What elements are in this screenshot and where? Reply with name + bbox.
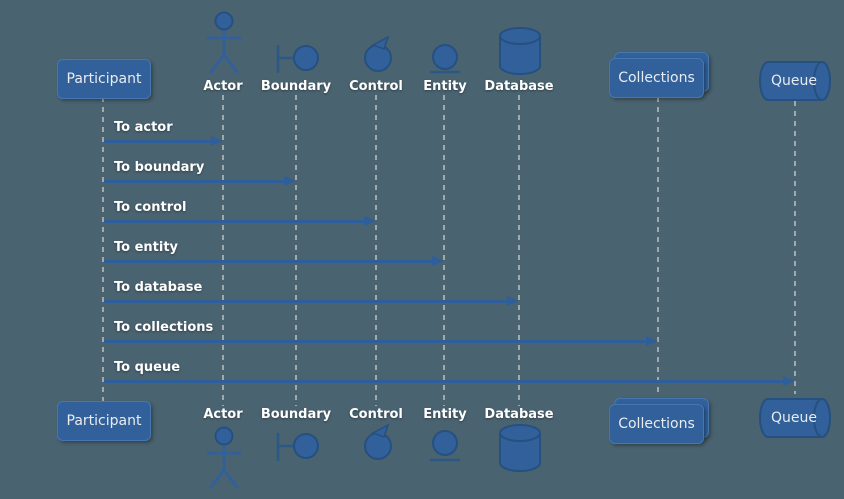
message-line-to-boundary <box>104 179 285 183</box>
actor-label-top: Actor <box>203 79 243 94</box>
boundary-icon <box>276 432 319 462</box>
queue-label-top: Queue <box>771 73 817 89</box>
lifeline-boundary <box>295 95 297 406</box>
collections-box-top: Collections <box>609 58 704 98</box>
entity-label-top: Entity <box>423 79 467 94</box>
message-line-to-control <box>104 219 365 223</box>
actor-icon <box>206 426 242 489</box>
database-icon <box>499 27 541 75</box>
arrowhead-icon <box>783 375 795 386</box>
message-line-to-database <box>104 299 508 303</box>
entity-icon <box>429 430 461 462</box>
boundary-label-bottom: Boundary <box>260 407 332 422</box>
queue-icon <box>759 398 831 438</box>
lifeline-database <box>518 95 520 406</box>
database-icon <box>499 424 541 472</box>
lifeline-entity <box>443 95 445 406</box>
arrowhead-icon <box>432 255 444 266</box>
database-label-top: Database <box>484 79 554 94</box>
message-label-to-control: To control <box>114 200 187 215</box>
control-icon <box>364 423 392 460</box>
control-label-bottom: Control <box>349 407 403 422</box>
arrowhead-icon <box>364 215 376 226</box>
message-line-to-collections <box>104 339 647 343</box>
boundary-icon <box>276 44 319 74</box>
database-label-bottom: Database <box>484 407 554 422</box>
actor-label-bottom: Actor <box>203 407 243 422</box>
entity-icon <box>429 44 461 74</box>
lifeline-control <box>375 95 377 406</box>
control-icon <box>364 35 392 72</box>
message-label-to-entity: To entity <box>114 240 179 255</box>
control-label-top: Control <box>349 79 403 94</box>
entity-label-bottom: Entity <box>423 407 467 422</box>
message-label-to-boundary: To boundary <box>114 160 205 175</box>
message-label-to-queue: To queue <box>114 360 181 375</box>
lifeline-queue <box>794 101 796 394</box>
lifeline-collections <box>657 97 659 397</box>
arrowhead-icon <box>211 135 223 146</box>
queue-icon <box>759 61 831 101</box>
collections-box-bottom: Collections <box>609 404 704 444</box>
lifeline-participant <box>102 97 104 401</box>
message-label-to-collections: To collections <box>114 320 214 335</box>
queue-label-bottom: Queue <box>771 410 817 426</box>
message-line-to-queue <box>104 379 784 383</box>
boundary-label-top: Boundary <box>260 79 332 94</box>
arrowhead-icon <box>646 335 658 346</box>
participant-box-top: Participant <box>57 59 151 99</box>
message-line-to-actor <box>104 139 212 143</box>
arrowhead-icon <box>507 295 519 306</box>
lifeline-actor <box>222 95 224 406</box>
arrowhead-icon <box>284 175 296 186</box>
message-label-to-actor: To actor <box>114 120 173 135</box>
message-line-to-entity <box>104 259 433 263</box>
actor-icon <box>206 11 242 74</box>
participant-box-bottom: Participant <box>57 401 151 441</box>
message-label-to-database: To database <box>114 280 203 295</box>
